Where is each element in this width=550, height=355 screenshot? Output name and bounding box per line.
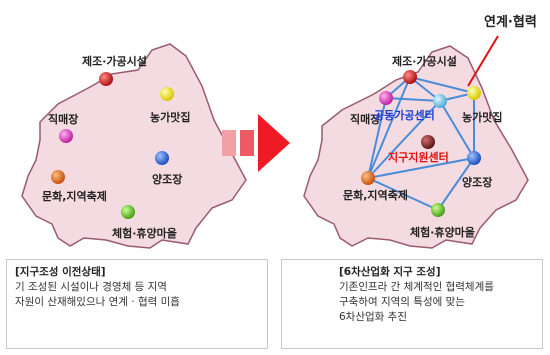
node-processing-center — [433, 94, 447, 108]
label-manufacturing-before: 제조·가공시설 — [82, 54, 147, 68]
caption-after-line-3: 6차산업화 추진 — [339, 311, 407, 323]
label-experience-village-before: 체험·휴양마을 — [112, 226, 177, 240]
caption-before-line-2: 자원이 산재해있으나 연계 · 협력 미흡 — [15, 296, 180, 308]
label-brewery-after: 양조장 — [462, 175, 492, 189]
node-culture-festival — [51, 170, 65, 184]
caption-before: [지구조성 이전상태] 기 조성된 시설이나 경영체 등 지역 자원이 산재해있… — [6, 259, 268, 349]
node-district-support-center — [421, 135, 435, 149]
node-direct-store-after — [379, 91, 393, 105]
node-experience-village-after — [431, 203, 445, 217]
node-direct-store — [59, 129, 73, 143]
node-farm-restaurant-after — [467, 86, 481, 100]
label-culture-festival-before: 문화,지역축제 — [42, 189, 107, 203]
node-manufacturing — [99, 72, 113, 86]
callout-label: 연계·협력 — [484, 14, 537, 30]
label-farm-restaurant-before: 농가맛집 — [150, 110, 190, 124]
caption-before-line-1: 기 조성된 시설이나 경영체 등 지역 — [15, 281, 167, 293]
label-brewery-before: 양조장 — [152, 172, 182, 186]
node-manufacturing-after — [403, 70, 417, 84]
right-nodes — [361, 70, 481, 217]
caption-after-title: [6차산업화 지구 조성] — [339, 266, 441, 278]
caption-after-line-2: 구축하여 지역의 특성에 맞는 — [339, 296, 465, 308]
caption-after-line-1: 기존인프라 간 체계적인 협력체계를 — [339, 281, 494, 293]
label-direct-store-after: 직매장 — [350, 112, 380, 126]
node-experience-village — [121, 205, 135, 219]
label-manufacturing-after: 제조·가공시설 — [392, 54, 457, 68]
label-farm-restaurant-after: 농가맛집 — [462, 110, 502, 124]
left-nodes — [51, 72, 174, 219]
callout-pointer — [467, 35, 499, 87]
node-brewery — [155, 151, 169, 165]
label-processing-center: 공동가공센터 — [374, 108, 435, 122]
label-district-support-center: 지구지원센터 — [388, 150, 449, 164]
node-brewery-after — [467, 151, 481, 165]
label-experience-village-after: 체험·휴양마을 — [410, 225, 475, 239]
node-farm-restaurant — [160, 87, 174, 101]
caption-before-title: [지구조성 이전상태] — [15, 266, 106, 278]
node-culture-festival-after — [361, 171, 375, 185]
region-before — [21, 43, 247, 249]
caption-after: [6차산업화 지구 조성] 기존인프라 간 체계적인 협력체계를 구축하여 지역… — [281, 259, 543, 349]
label-culture-festival-after: 문화,지역축제 — [343, 188, 408, 202]
transition-arrow — [222, 114, 290, 172]
label-direct-store-before: 직매장 — [48, 112, 78, 126]
